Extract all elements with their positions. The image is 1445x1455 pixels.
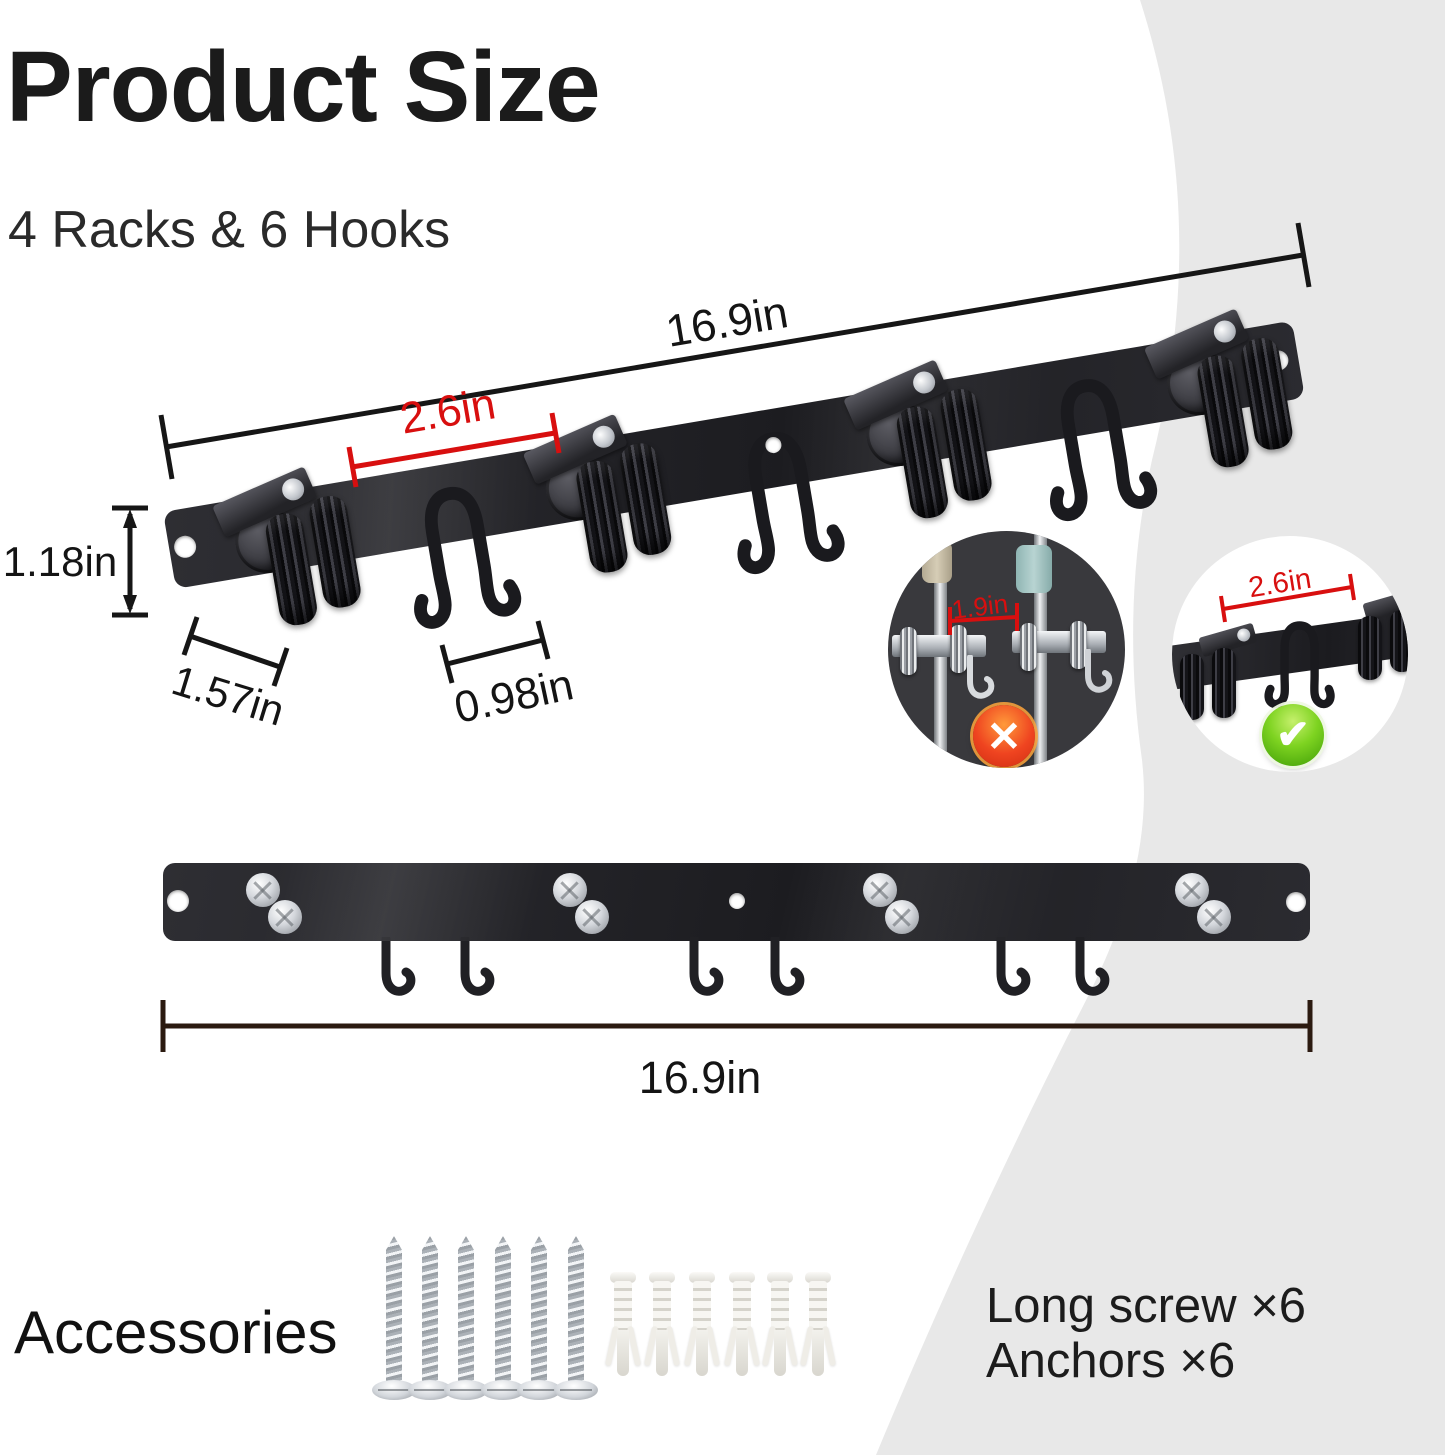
anchor-tip: [812, 1330, 824, 1376]
anchor-tip: [774, 1330, 786, 1376]
label-height: 1.18in: [2, 538, 118, 585]
rack-grip-post: [937, 386, 995, 504]
anchor-collar: [729, 1272, 755, 1283]
wall-anchor: [761, 1272, 799, 1378]
mini-post: [1390, 610, 1408, 672]
wall-anchor: [723, 1272, 761, 1378]
accessories-title: Accessories: [14, 1299, 338, 1366]
anchor-body: [614, 1281, 632, 1333]
long-screw: [408, 1236, 452, 1408]
wall-anchor: [643, 1272, 681, 1378]
double-hook: [414, 486, 522, 629]
rivet-screw: [863, 873, 897, 907]
anchor-body: [653, 1281, 671, 1333]
label-total-bottom: 16.9in: [638, 1052, 762, 1103]
wall-anchor: [799, 1272, 837, 1378]
wall-hook: [460, 937, 495, 996]
anchor-tip: [617, 1330, 629, 1376]
anchor-collar: [610, 1272, 636, 1283]
chrome-post: [900, 627, 917, 675]
screw-shaft: [568, 1236, 584, 1386]
gripper-rack: [200, 465, 394, 649]
anchor-collar: [805, 1272, 831, 1283]
chrome-hook: [1085, 649, 1113, 693]
rivet-screw: [553, 873, 587, 907]
wall-hook: [689, 937, 724, 996]
cross-icon: ✕: [973, 705, 1035, 767]
screw-head-bottom: [372, 1380, 416, 1400]
page-subtitle: 4 Racks & 6 Hooks: [8, 201, 451, 259]
anchor-body: [693, 1281, 711, 1333]
chrome-post: [1070, 621, 1087, 669]
screw-head-bottom: [517, 1380, 561, 1400]
screw-shaft: [495, 1236, 511, 1386]
chrome-hook: [967, 655, 995, 699]
screw-head-bottom: [481, 1380, 525, 1400]
rack-grip-post: [306, 493, 364, 611]
gripper-rack: [1132, 307, 1326, 491]
accessory-line: Anchors ×6: [986, 1334, 1236, 1388]
comparison-inset-too-narrow: ✕: [888, 531, 1125, 768]
page-title: Product Size: [6, 31, 601, 143]
handle-grip-beige: [922, 541, 952, 583]
mount-hole-left: [172, 534, 198, 560]
wall-hook: [996, 937, 1031, 996]
wall-hook: [770, 937, 805, 996]
rack-screw: [278, 474, 308, 504]
rack-grip-post: [617, 440, 674, 558]
long-screw: [372, 1236, 416, 1408]
screw-head-bottom: [408, 1380, 452, 1400]
mount-hole-left: [167, 890, 189, 912]
rack-screw: [589, 422, 619, 452]
comparison-inset-correct: ✔: [1172, 536, 1408, 772]
anchor-body: [733, 1281, 751, 1333]
screw-shaft: [422, 1236, 438, 1386]
screw-head-bottom: [554, 1380, 598, 1400]
screw-shaft: [458, 1236, 474, 1386]
chrome-post: [1020, 623, 1037, 671]
long-screw: [444, 1236, 488, 1408]
anchor-body: [771, 1281, 789, 1333]
accessory-line: Long screw ×6: [986, 1279, 1307, 1333]
handle-grip-teal: [1016, 545, 1052, 593]
screw-shaft: [531, 1236, 547, 1386]
mini-post: [1212, 648, 1236, 718]
check-icon: ✔: [1262, 704, 1324, 766]
anchor-collar: [649, 1272, 675, 1283]
wall-hook: [1075, 937, 1110, 996]
rivet-screw: [246, 873, 280, 907]
screw-shaft: [386, 1236, 402, 1386]
anchor-body: [809, 1281, 827, 1333]
screw-head-bottom: [444, 1380, 488, 1400]
mount-hole-right: [1286, 892, 1306, 912]
long-screw: [517, 1236, 561, 1408]
anchor-tip: [736, 1330, 748, 1376]
chrome-post: [950, 625, 967, 673]
anchor-collar: [689, 1272, 715, 1283]
rack-screw: [1210, 317, 1240, 346]
wall-hook: [381, 937, 416, 996]
anchor-tip: [656, 1330, 668, 1376]
gripper-rack: [511, 412, 705, 596]
flat-rack-bar: [163, 863, 1310, 996]
rivet-screw: [1197, 900, 1231, 934]
rack-screw: [909, 367, 939, 397]
rivet-screw: [885, 900, 919, 934]
wall-anchor: [604, 1272, 642, 1378]
mini-post: [1180, 654, 1204, 720]
rivet-screw: [268, 900, 302, 934]
anchor-tip: [696, 1330, 708, 1376]
rivet-screw: [575, 900, 609, 934]
mount-hole-center: [729, 893, 745, 909]
mini-hook: [1264, 621, 1335, 709]
long-screw: [481, 1236, 525, 1408]
rivet-screw: [1175, 873, 1209, 907]
gripper-rack: [831, 358, 1025, 542]
anchor-collar: [767, 1272, 793, 1283]
wall-anchor: [683, 1272, 721, 1378]
long-screw: [554, 1236, 598, 1408]
mini-post: [1358, 616, 1382, 680]
rack-grip-post: [1238, 335, 1295, 453]
